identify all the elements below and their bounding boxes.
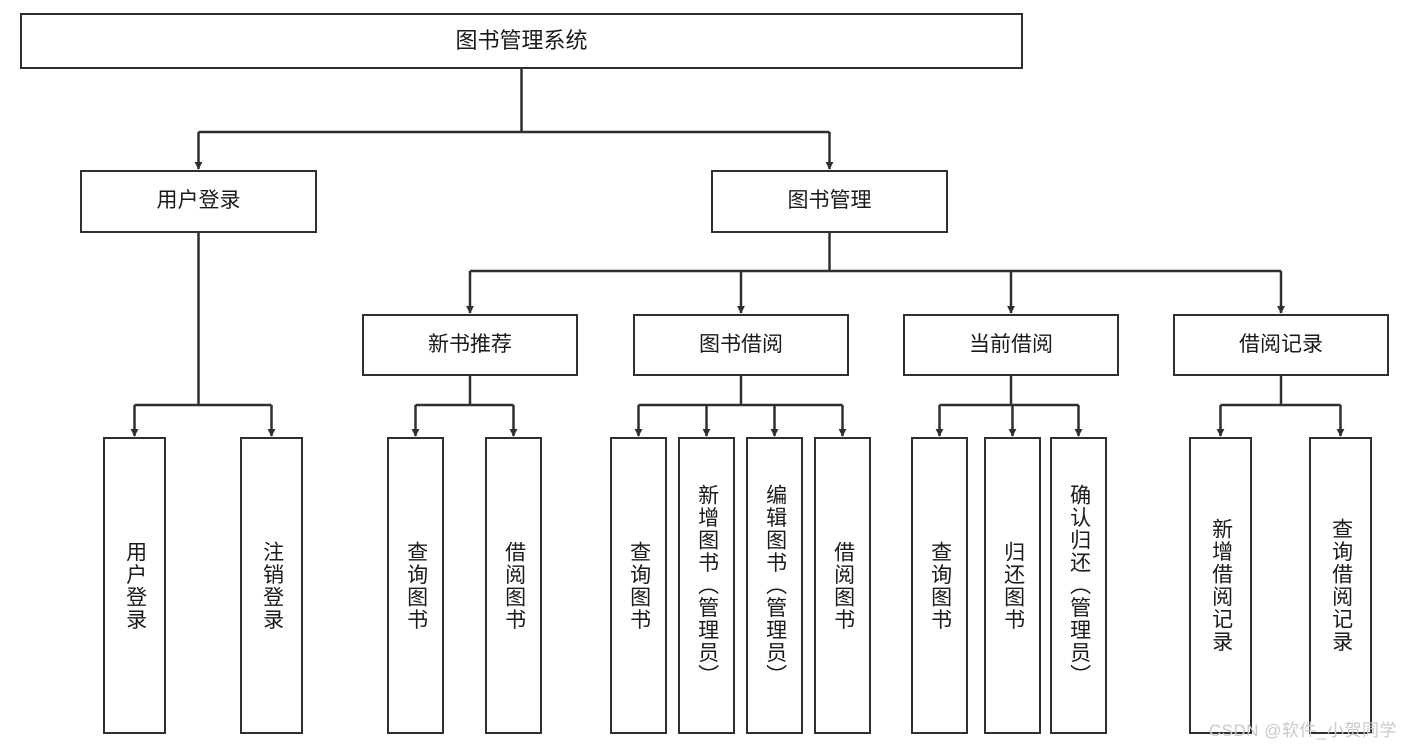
node-l-edit[interactable]: 编辑图书（管理员）: [746, 437, 803, 734]
node-borrow[interactable]: 图书借阅: [633, 314, 849, 376]
node-l-query2[interactable]: 查询图书: [610, 437, 667, 734]
node-l-confirm[interactable]: 确认归还（管理员）: [1050, 437, 1107, 734]
node-label: 用户登录: [123, 540, 147, 631]
node-label: 新增借阅记录: [1209, 518, 1233, 653]
node-l-borrow2[interactable]: 借阅图书: [814, 437, 871, 734]
node-label: 查询图书: [404, 540, 428, 631]
node-label: 编辑图书（管理员）: [763, 484, 787, 687]
node-label: 新书推荐: [428, 332, 512, 356]
node-l-query3[interactable]: 查询图书: [911, 437, 968, 734]
node-l-login[interactable]: 用户登录: [103, 437, 166, 734]
node-label: 归还图书: [1001, 540, 1025, 631]
node-label: 注销登录: [260, 540, 284, 631]
node-l-add[interactable]: 新增图书（管理员）: [678, 437, 735, 734]
node-l-queryrec[interactable]: 查询借阅记录: [1309, 437, 1372, 734]
node-label: 图书管理: [787, 189, 872, 213]
node-l-logout[interactable]: 注销登录: [240, 437, 303, 734]
node-current[interactable]: 当前借阅: [903, 314, 1119, 376]
node-l-query1[interactable]: 查询图书: [387, 437, 444, 734]
node-label: 借阅图书: [502, 540, 526, 631]
node-l-return[interactable]: 归还图书: [984, 437, 1041, 734]
node-l-addrec[interactable]: 新增借阅记录: [1189, 437, 1252, 734]
node-login[interactable]: 用户登录: [80, 170, 317, 233]
node-label: 图书管理系统: [455, 28, 588, 54]
node-label: 查询图书: [627, 540, 651, 631]
node-label: 借阅记录: [1239, 332, 1323, 356]
node-label: 确认归还（管理员）: [1067, 484, 1091, 687]
node-label: 查询图书: [928, 540, 952, 631]
node-bookmgmt[interactable]: 图书管理: [711, 170, 948, 233]
node-label: 查询借阅记录: [1329, 518, 1353, 653]
node-label: 图书借阅: [699, 332, 783, 356]
node-records[interactable]: 借阅记录: [1173, 314, 1389, 376]
node-root[interactable]: 图书管理系统: [20, 13, 1023, 69]
node-newbook[interactable]: 新书推荐: [362, 314, 578, 376]
node-label: 新增图书（管理员）: [695, 484, 719, 687]
node-label: 当前借阅: [969, 332, 1053, 356]
node-l-borrow1[interactable]: 借阅图书: [485, 437, 542, 734]
node-label: 用户登录: [156, 189, 241, 213]
csdn-watermark: CSDN @软件_小贺同学: [1208, 721, 1397, 740]
node-label: 借阅图书: [831, 540, 855, 631]
